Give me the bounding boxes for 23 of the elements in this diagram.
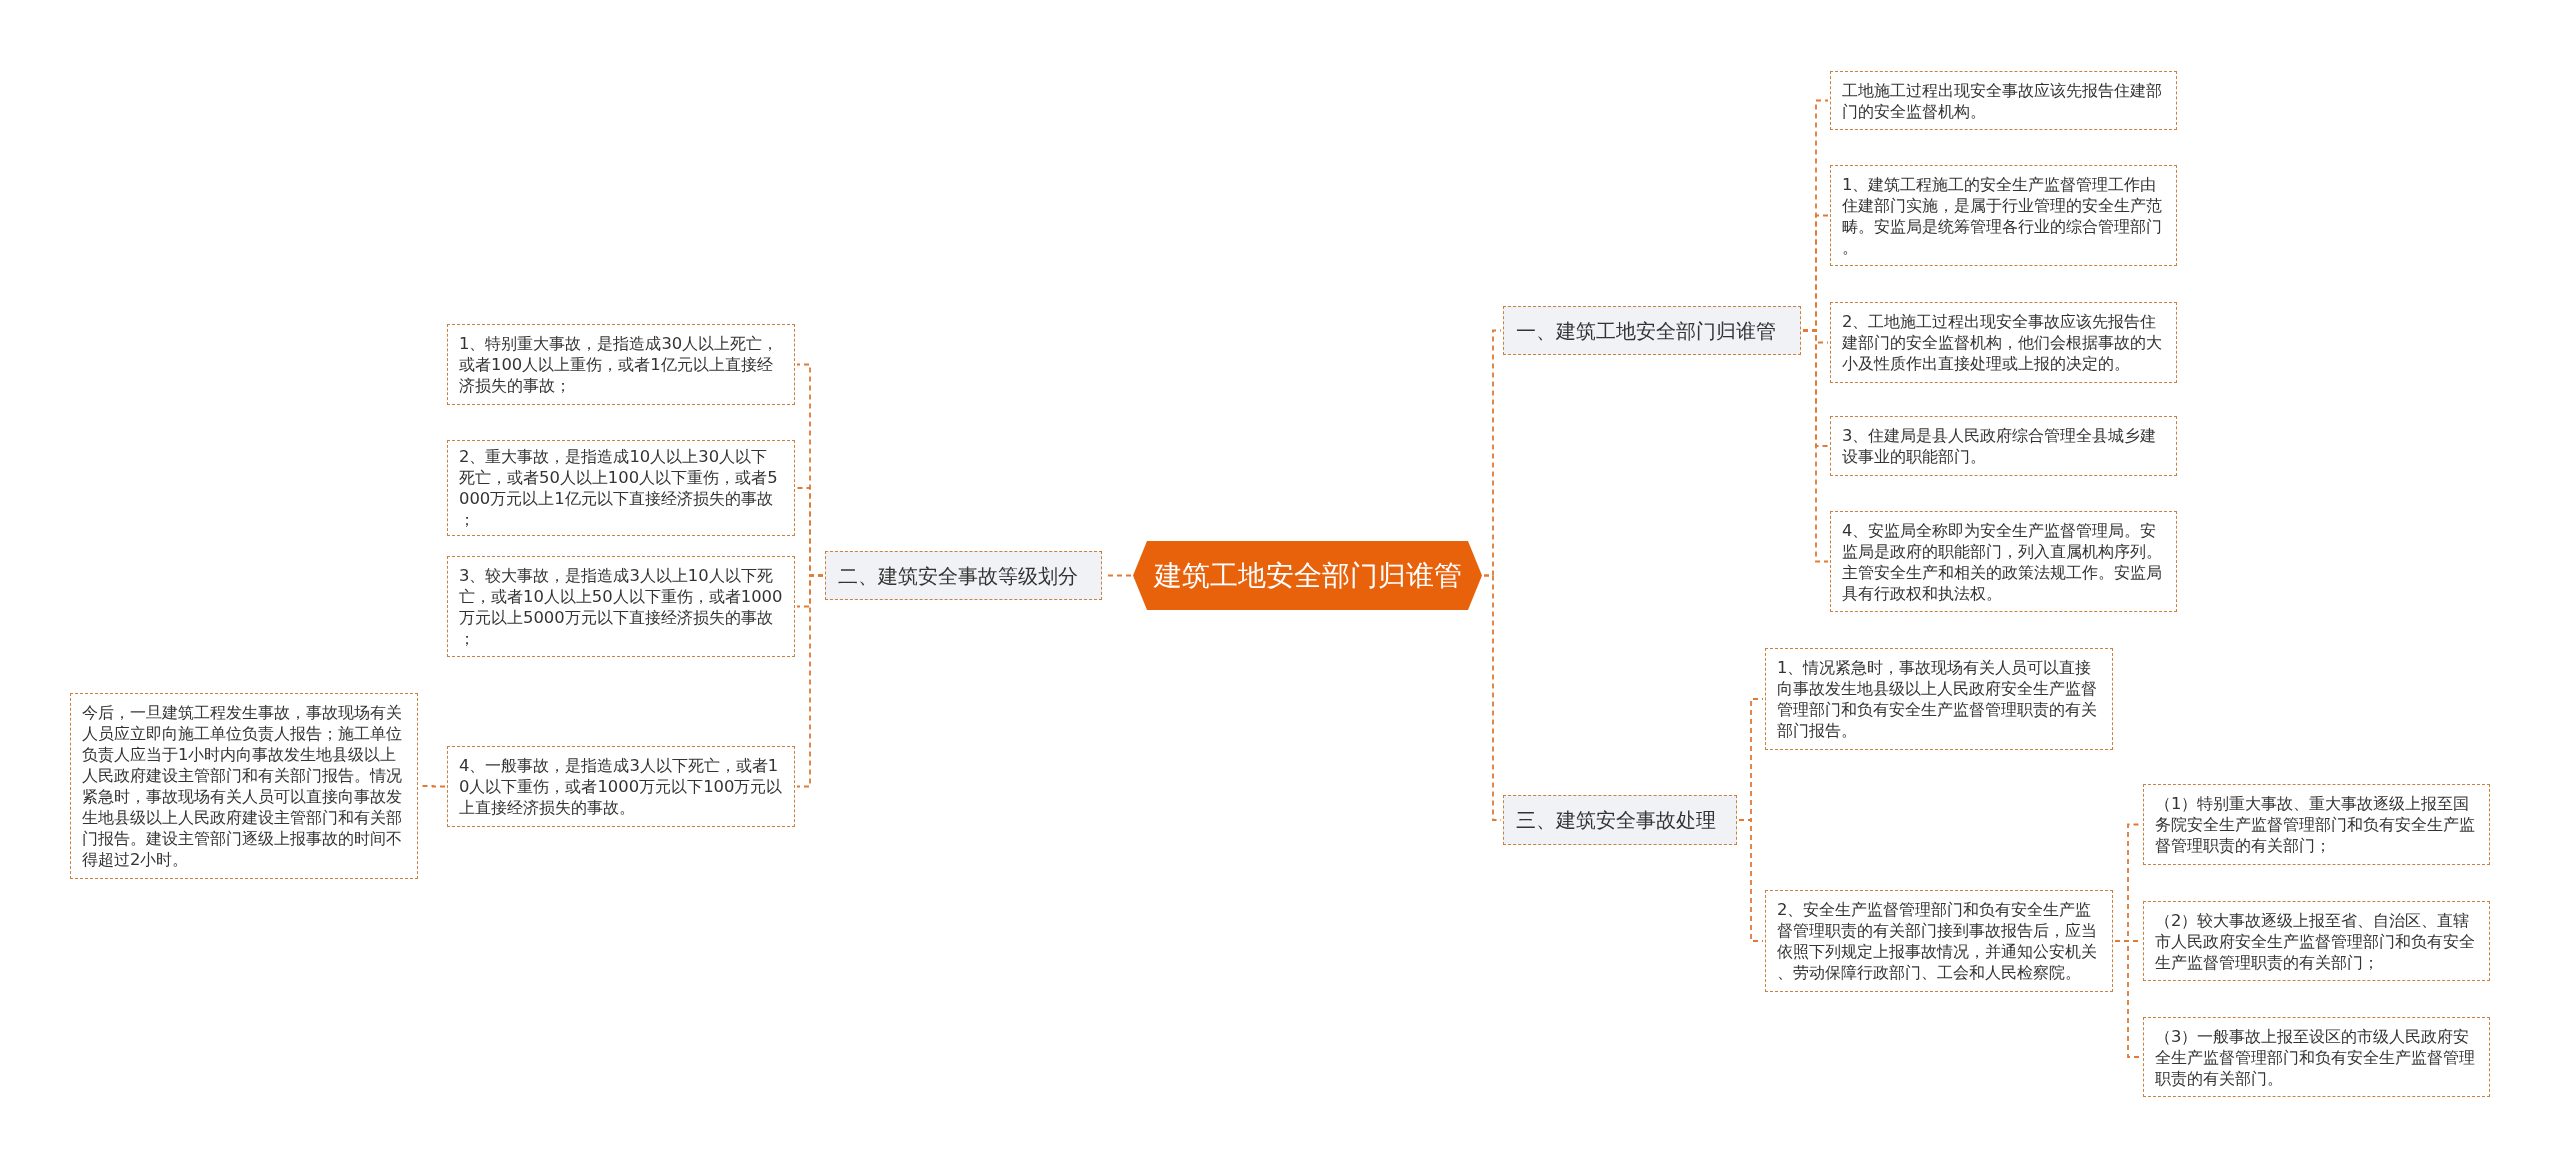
branch-box: 一、建筑工地安全部门归谁管 bbox=[1503, 306, 1801, 355]
connector-line bbox=[1738, 819, 1764, 942]
note-box: 4、安监局全称即为安全生产监督管理局。安监局是政府的职能部门，列入直属机构序列。主管安全生产和相关的政策法规工作。安监局具有行政权和执法权。 bbox=[1830, 511, 2177, 612]
note-box: 工地施工过程出现安全事故应该先报告住建部门的安全监督机构。 bbox=[1830, 71, 2177, 130]
connector-line bbox=[1802, 329, 1829, 563]
note-box: 1、特别重大事故，是指造成30人以上死亡，或者100人以上重伤，或者1亿元以上直接经济损失的事故； bbox=[447, 324, 795, 405]
branch-box: 二、建筑安全事故等级划分 bbox=[825, 551, 1102, 600]
note-box: 4、一般事故，是指造成3人以下死亡，或者10人以下重伤，或者1000万元以下100万元以上直接经济损失的事故。 bbox=[447, 746, 795, 827]
connector-line bbox=[796, 574, 824, 788]
connector-line bbox=[2114, 940, 2142, 1058]
note-box: 3、住建局是县人民政府综合管理全县城乡建设事业的职能部门。 bbox=[1830, 416, 2177, 476]
note-box: 2、重大事故，是指造成10人以上30人以下死亡，或者50人以上100人以下重伤，或者5000万元以上1亿元以下直接经济损失的事故； bbox=[447, 440, 795, 536]
note-box: 2、安全生产监督管理部门和负有安全生产监督管理职责的有关部门接到事故报告后，应当依照下列规定上报事故情况，并通知公安机关、劳动保障行政部门、工会和人民检察院。 bbox=[1765, 890, 2113, 992]
note-box: （3）一般事故上报至设区的市级人民政府安全生产监督管理部门和负有安全生产监督管理职责的有关部门。 bbox=[2143, 1017, 2490, 1097]
note-box: 2、工地施工过程出现安全事故应该先报告住建部门的安全监督机构，他们会根据事故的大小及性质作出直接处理或上报的决定的。 bbox=[1830, 302, 2177, 383]
note-box: 1、建筑工程施工的安全生产监督管理工作由住建部门实施，是属于行业管理的安全生产范畴。安监局是统筹管理各行业的综合管理部门。 bbox=[1830, 165, 2177, 266]
note-box: 今后，一旦建筑工程发生事故，事故现场有关人员应立即向施工单位负责人报告；施工单位负责人应当于1小时内向事故发生地县级以上人民政府建设主管部门和有关部门报告。情况紧急时，事故现场有关人员可以直接向事故发生地县级以上人民政府建设主管部门和有关部门报告。建设主管部门逐级上报事故的时间不得超过2小时。 bbox=[70, 693, 418, 879]
note-box: 3、较大事故，是指造成3人以上10人以下死亡，或者10人以上50人以下重伤，或者1000万元以上5000万元以下直接经济损失的事故； bbox=[447, 556, 795, 657]
note-box: 1、情况紧急时，事故现场有关人员可以直接向事故发生地县级以上人民政府安全生产监督管理部门和负有安全生产监督管理职责的有关部门报告。 bbox=[1765, 648, 2113, 750]
note-box: （1）特别重大事故、重大事故逐级上报至国务院安全生产监督管理部门和负有安全生产监督管理职责的有关部门； bbox=[2143, 784, 2490, 865]
topic-hexagon: 建筑工地安全部门归谁管 bbox=[1133, 541, 1482, 610]
branch-box: 三、建筑安全事故处理 bbox=[1503, 795, 1737, 845]
note-box: （2）较大事故逐级上报至省、自治区、直辖市人民政府安全生产监督管理部门和负有安全生产监督管理职责的有关部门； bbox=[2143, 901, 2490, 981]
